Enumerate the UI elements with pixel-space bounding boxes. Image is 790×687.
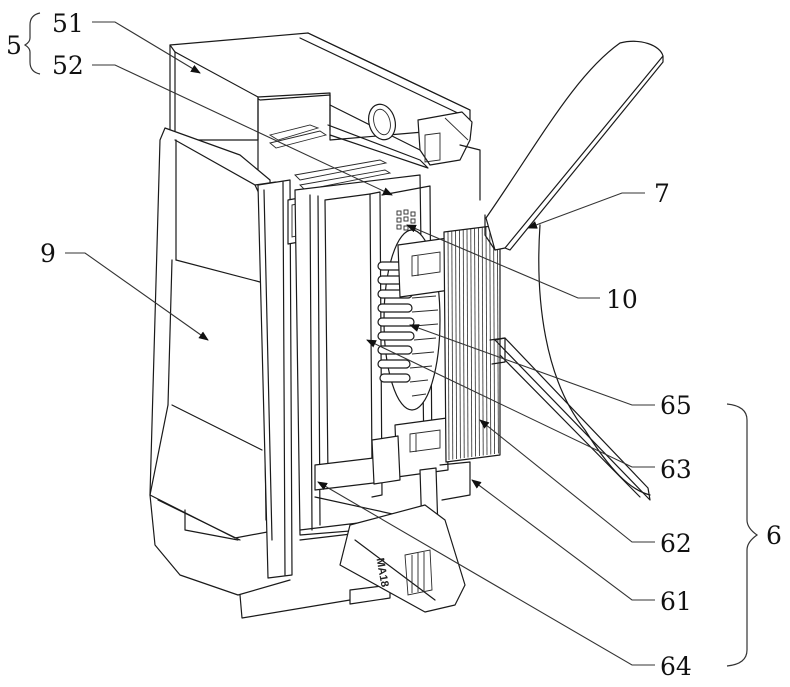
label-10: 10 <box>606 285 638 314</box>
heat-sink-fin <box>466 229 469 458</box>
label-9: 9 <box>40 239 56 268</box>
lever-7 <box>484 40 664 496</box>
heat-sink-fin <box>477 227 480 457</box>
heat-sink-fin <box>451 231 454 460</box>
label-62: 62 <box>660 529 692 558</box>
label-group-6: 6 <box>766 521 782 550</box>
heat-sink-fin <box>458 230 461 459</box>
label-64: 64 <box>660 652 692 681</box>
reference-labels: 5 51 52 9 7 10 65 63 62 61 64 6 <box>6 9 782 681</box>
brace-group-6 <box>726 403 759 667</box>
brace-group-5 <box>23 12 41 75</box>
heat-sink-fin <box>447 231 450 461</box>
label-7: 7 <box>654 179 670 208</box>
heat-sink-fin <box>474 228 477 457</box>
leaders <box>65 21 655 666</box>
housing-body <box>149 494 391 619</box>
heat-sink-fin <box>485 226 488 456</box>
heat-sink-fin <box>470 228 473 458</box>
label-52: 52 <box>52 51 84 80</box>
spring-prong <box>494 337 651 501</box>
oval-button <box>368 103 396 141</box>
side-marking-text: MA18 <box>374 557 391 588</box>
label-group-5: 5 <box>6 31 22 60</box>
heat-sink-fin <box>455 230 458 460</box>
heat-sink-fin <box>481 227 484 456</box>
top-latch <box>417 111 481 201</box>
label-51: 51 <box>52 9 84 38</box>
pin-bundle <box>377 261 439 397</box>
lower-cylinder <box>371 435 401 485</box>
bottom-latch: MA18 <box>339 504 466 613</box>
rocker-side-frame <box>257 179 311 579</box>
label-61: 61 <box>660 587 692 616</box>
upper-ribs <box>268 104 429 191</box>
upper-clip <box>397 237 451 298</box>
label-63: 63 <box>660 455 692 484</box>
label-65: 65 <box>660 391 692 420</box>
